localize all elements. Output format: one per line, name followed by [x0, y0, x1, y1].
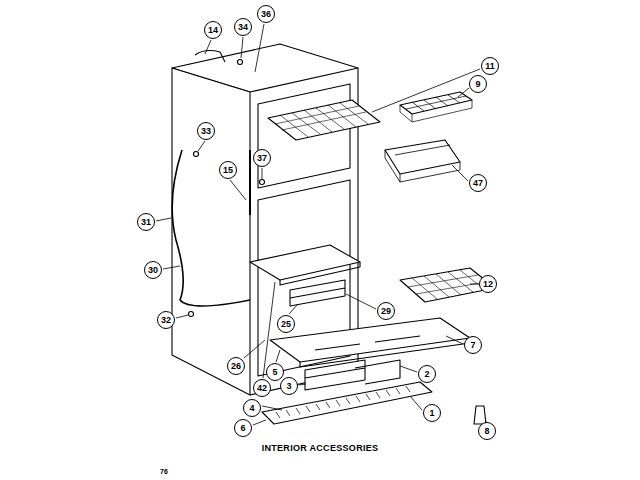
callout-circle: 37 [253, 149, 271, 167]
callout-circle: 36 [257, 5, 275, 23]
callout-number: 2 [424, 370, 429, 379]
callout-circle: 15 [219, 161, 237, 179]
callout-number: 29 [381, 307, 391, 316]
callout-number: 25 [281, 320, 291, 329]
callout-circle: 14 [204, 21, 222, 39]
callout-circle: 31 [137, 213, 155, 231]
callout-number: 3 [286, 382, 291, 391]
callout-number: 34 [238, 23, 248, 32]
callout-circle: 12 [479, 275, 497, 293]
callout-number: 26 [231, 362, 241, 371]
callout-circle: 7 [464, 336, 482, 354]
callout-number: 15 [223, 166, 233, 175]
crisper-drawer [290, 280, 345, 306]
callout-circle: 5 [266, 363, 284, 381]
drain-tube [172, 150, 250, 306]
page-number: 76 [160, 468, 168, 475]
freezer-shelf [268, 100, 380, 140]
callout-number: 11 [485, 62, 495, 71]
light-strip [249, 150, 251, 215]
screw [194, 152, 199, 157]
cabinet-side [172, 68, 250, 395]
bottom-tray [270, 318, 470, 362]
screw [260, 180, 265, 185]
callout-circle: 42 [253, 379, 271, 397]
callout-number: 37 [257, 154, 267, 163]
callout-number: 36 [261, 10, 271, 19]
callout-circle: 8 [478, 422, 496, 440]
callout-number: 1 [429, 409, 434, 418]
callout-circle: 30 [144, 261, 162, 279]
screw [238, 60, 243, 65]
screw [189, 312, 194, 317]
callout-number: 8 [484, 427, 489, 436]
callout-number: 31 [141, 218, 151, 227]
callout-number: 32 [161, 316, 171, 325]
callout-number: 33 [201, 127, 211, 136]
callout-number: 47 [473, 179, 483, 188]
callout-number: 5 [272, 368, 277, 377]
callout-number: 14 [208, 26, 218, 35]
callout-circle: 4 [243, 399, 261, 417]
drawer-rail [355, 360, 400, 384]
toe-grille [262, 382, 432, 424]
callout-number: 9 [475, 80, 480, 89]
crisper-cover [250, 245, 360, 280]
shelf-grid [408, 270, 486, 299]
callout-number: 6 [240, 424, 245, 433]
shelf-grid [275, 103, 368, 137]
callout-number: 4 [249, 404, 254, 413]
callout-circle: 9 [469, 75, 487, 93]
callout-circle: 25 [277, 315, 295, 333]
callout-number: 30 [148, 266, 158, 275]
ice-tray-cells [400, 95, 472, 122]
callout-circle: 26 [227, 357, 245, 375]
callout-circle: 3 [280, 377, 298, 395]
leader-lines [156, 24, 486, 426]
diagram-title: INTERIOR ACCESSORIES [262, 443, 379, 453]
callout-circle: 2 [418, 365, 436, 383]
callout-circle: 6 [234, 419, 252, 437]
callout-circle: 34 [234, 18, 252, 36]
callout-number: 7 [470, 341, 475, 350]
crisper-cover-edge [280, 262, 360, 285]
ice-bucket-detail [385, 145, 460, 182]
meat-drawer [305, 360, 365, 390]
callout-circle: 33 [197, 122, 215, 140]
callout-circle: 11 [481, 57, 499, 75]
callout-circle: 1 [423, 404, 441, 422]
callout-number: 12 [483, 280, 493, 289]
callout-circle: 29 [377, 302, 395, 320]
callout-circle: 32 [157, 311, 175, 329]
callout-circle: 47 [469, 174, 487, 192]
callout-number: 42 [257, 384, 267, 393]
wire-clip [195, 51, 225, 62]
